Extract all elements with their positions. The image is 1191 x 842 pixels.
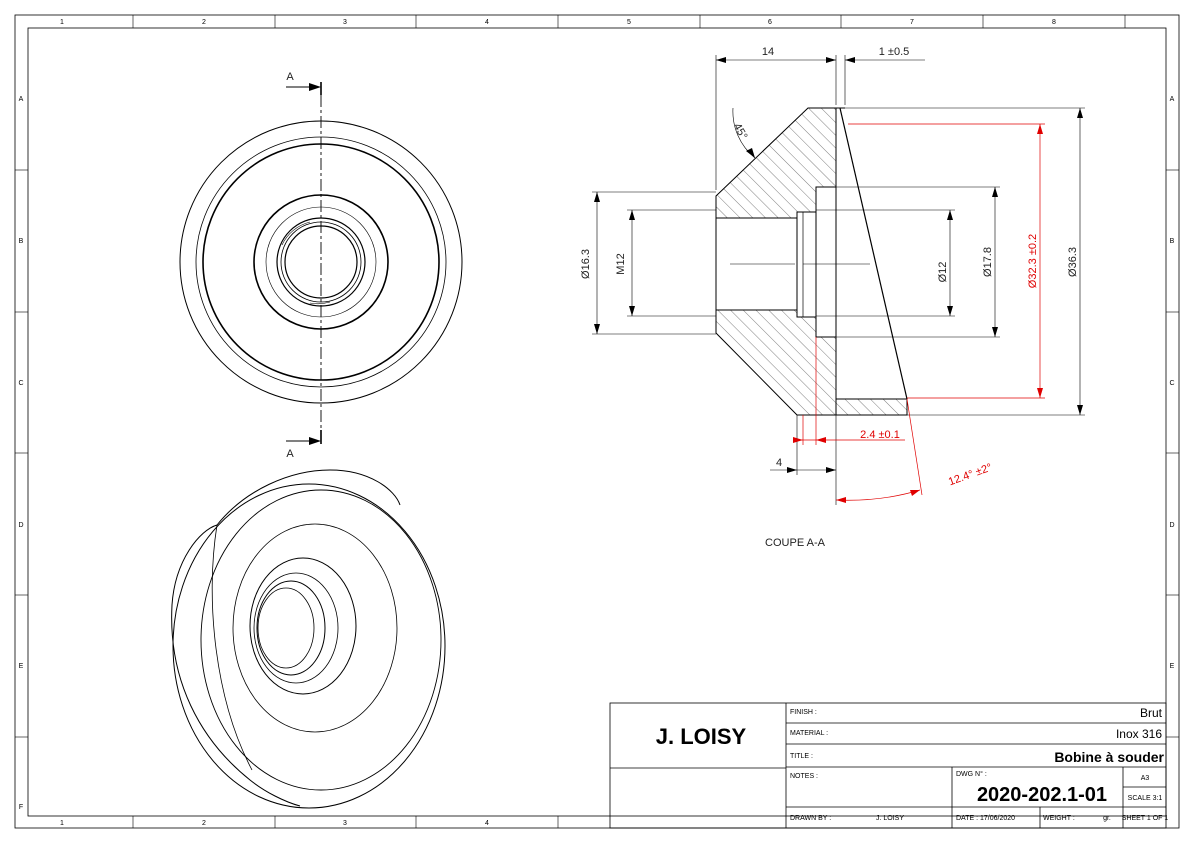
dim-dia-32-3: Ø32.3 ±0.2 [1027,234,1039,288]
dim-dia-12: Ø12 [937,262,949,283]
dim-1-tol: 1 ±0.5 [879,46,910,58]
zone-row-e-right: E [1170,663,1175,670]
dwg-label: DWG N° : [956,770,987,778]
title-block [609,702,1167,829]
dim-4: 4 [776,457,782,469]
dimension-arrows-red [793,124,1043,503]
zone-col-4: 4 [485,19,489,26]
date-value: DATE : 17/06/2020 [956,815,1015,822]
zone-row-f: F [19,804,23,811]
drawn-by-label: DRAWN BY : [790,815,831,822]
zone-col-7: 7 [910,19,914,26]
scale-value: SCALE 3:1 [1128,795,1163,802]
zone-row-b-right: B [1170,238,1175,245]
finish-value: Brut [1140,706,1163,720]
dwg-number: 2020-202.1-01 [977,784,1107,806]
dim-14: 14 [762,46,774,58]
zone-row-c-right: C [1169,380,1174,387]
zone-col-1: 1 [60,19,64,26]
dimension-lines [592,55,1085,505]
dim-dia-17-8: Ø17.8 [982,247,994,277]
zone-row-b: B [19,238,24,245]
zone-col-1-bottom: 1 [60,820,64,827]
section-view [715,107,908,416]
notes-label: NOTES : [790,773,818,780]
title-label: TITLE : [790,753,813,760]
section-arrow-top [286,83,321,91]
zone-row-a-right: A [1170,96,1175,103]
zone-row-c: C [18,380,23,387]
zone-col-2: 2 [202,19,206,26]
zone-row-d-right: D [1169,522,1174,529]
weight-value: gr. [1103,815,1111,822]
dimension-lines-red [800,123,1045,501]
zone-col-8: 8 [1052,19,1056,26]
section-marker-bottom: A [286,448,294,460]
section-arrow-bottom [286,437,321,445]
section-marker-top: A [286,71,294,83]
zone-col-3-bottom: 3 [343,820,347,827]
zone-col-3: 3 [343,19,347,26]
weight-label: WEIGHT : [1043,815,1075,822]
zone-col-4-bottom: 4 [485,820,489,827]
sheet-value: SHEET 1 OF 1 [1122,815,1169,822]
front-view [179,82,463,444]
zone-row-d: D [18,522,23,529]
material-value: Inox 316 [1116,727,1162,741]
section-label: COUPE A-A [765,537,826,549]
finish-label: FINISH : [790,709,817,716]
size-value: A3 [1141,775,1150,782]
dim-m12: M12 [615,253,627,274]
material-label: MATERIAL : [790,730,828,737]
dimension-arrows [594,57,1083,473]
title-value: Bobine à souder [1054,749,1164,765]
dim-dia-36-3: Ø36.3 [1067,247,1079,277]
author-name: J. LOISY [656,724,747,749]
zone-col-5: 5 [627,19,631,26]
sheet-frame [14,14,1180,829]
isometric-view [171,469,446,809]
drawn-by-value: J. LOISY [876,815,904,822]
dim-12-4-angle: 12.4° ±2° [947,462,994,489]
dim-2-4: 2.4 ±0.1 [860,429,900,441]
zone-row-a: A [19,96,24,103]
dim-dia-16-3: Ø16.3 [580,249,592,279]
zone-labels: 1 2 3 4 5 6 7 8 1 2 3 4 A B C D E F A B … [18,19,1174,827]
dim-45-angle: 45° [731,121,750,141]
zone-row-e: E [19,663,24,670]
zone-col-6: 6 [768,19,772,26]
zone-col-2-bottom: 2 [202,820,206,827]
